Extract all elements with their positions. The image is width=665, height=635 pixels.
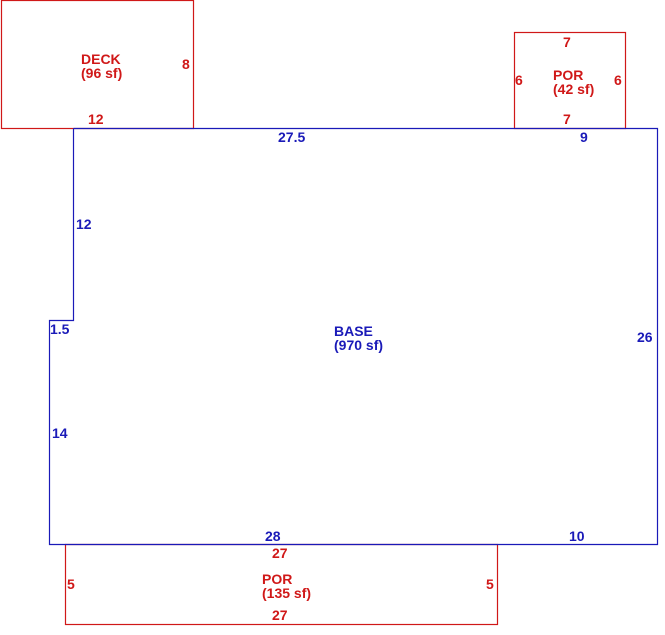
deck-name: DECK bbox=[81, 51, 121, 67]
base-dim-left-lower: 14 bbox=[52, 425, 68, 441]
deck-area: (96 sf) bbox=[81, 65, 123, 81]
por-top-dim-right: 6 bbox=[614, 72, 622, 88]
por-bottom-dim-right: 5 bbox=[486, 576, 494, 592]
por-bottom-dim-top: 27 bbox=[272, 545, 288, 561]
por-bottom-dim-left: 5 bbox=[67, 576, 75, 592]
por-top-area: (42 sf) bbox=[553, 81, 595, 97]
base-dim-left-upper: 12 bbox=[76, 216, 92, 232]
por-top-dim-bottom: 7 bbox=[563, 111, 571, 127]
deck-dim-bottom: 12 bbox=[88, 111, 104, 127]
base-dim-step: 1.5 bbox=[50, 321, 70, 337]
por-top-dim-left: 6 bbox=[515, 72, 523, 88]
base-dim-top-right: 9 bbox=[580, 129, 588, 145]
por-bottom-area: (135 sf) bbox=[262, 585, 312, 601]
base-outline bbox=[48, 127, 659, 546]
base-dim-right: 26 bbox=[637, 329, 653, 345]
base-dim-bottom-left: 28 bbox=[265, 528, 281, 544]
base-dim-bottom-right: 10 bbox=[569, 528, 585, 544]
base-area: (970 sf) bbox=[334, 337, 384, 353]
base-name: BASE bbox=[334, 323, 373, 339]
por-top-name: POR bbox=[553, 67, 584, 83]
por-top-dim-top: 7 bbox=[563, 34, 571, 50]
base-dim-top-left: 27.5 bbox=[278, 129, 306, 145]
deck-dim-right: 8 bbox=[182, 56, 190, 72]
por-bottom-name: POR bbox=[262, 571, 293, 587]
por-bottom-dim-bottom: 27 bbox=[272, 607, 288, 623]
